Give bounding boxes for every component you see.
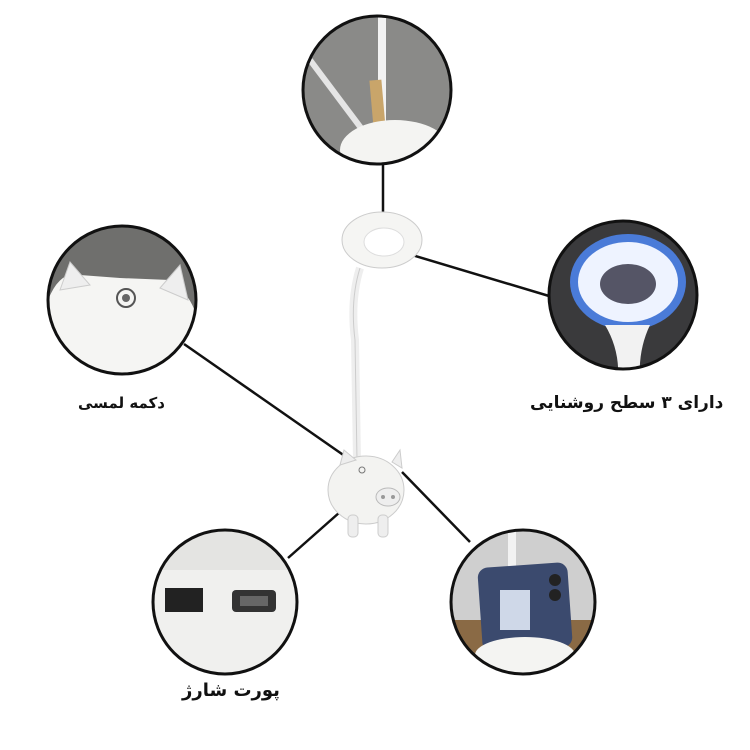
label-brightness-levels: دارای ۳ سطح روشنایی (530, 393, 724, 413)
lamp-image (327, 211, 423, 538)
label-touch-button: دکمه لمسی (78, 394, 165, 412)
detail-touch-button (48, 226, 196, 374)
detail-led-ring (549, 221, 697, 369)
line-bottom-right (401, 471, 471, 543)
line-right (401, 250, 550, 298)
detail-pen-holder (303, 16, 451, 164)
connector-lines (183, 164, 550, 559)
line-bottom-left (287, 511, 341, 559)
label-charge-port: پورت شارژ (182, 680, 280, 701)
detail-charge-port (153, 530, 297, 674)
line-left (183, 342, 363, 470)
